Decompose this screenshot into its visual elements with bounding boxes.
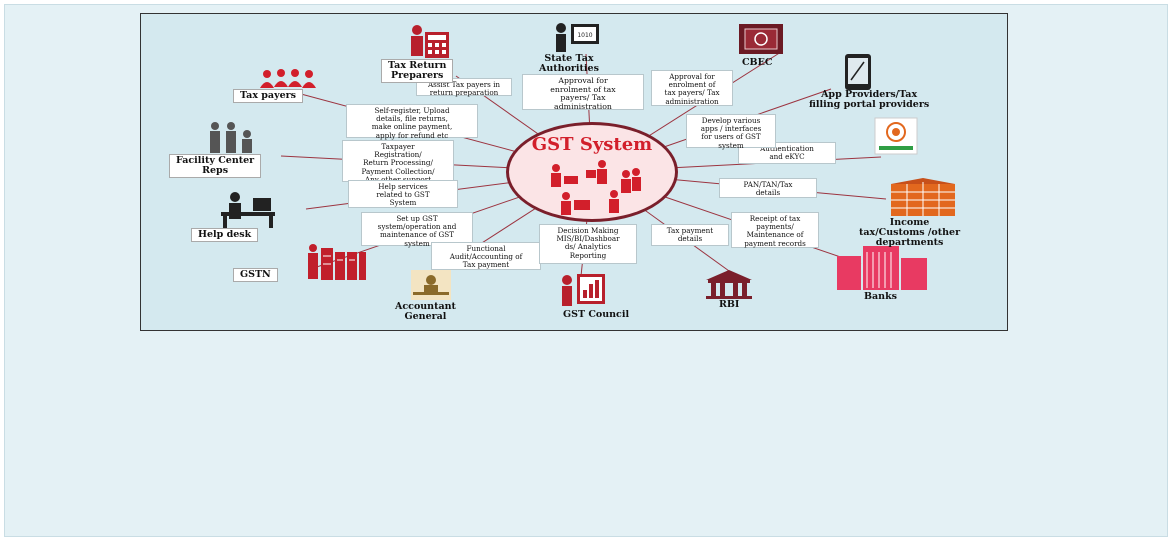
relation-approval-state: Approval for enrolment of tax payers/ Ta…: [522, 74, 644, 111]
relation-receipt-of-tax: Receipt of tax payments/ Maintenance of …: [731, 212, 819, 248]
calculator-person-icon: [411, 25, 449, 58]
facility-people-icon: [210, 122, 252, 153]
hub-people-icon: [551, 160, 641, 215]
relation-set-up-gst: Set up GST system/operation and maintena…: [361, 212, 473, 247]
label-gstn: GSTN: [233, 268, 278, 282]
label-app-providers: App Providers/Tax filling portal provide…: [809, 89, 930, 110]
label-accountant-general: Accountant General: [395, 301, 456, 322]
server-racks-icon: [308, 244, 366, 280]
chart-presenter-icon: [562, 274, 605, 306]
relation-functional-audit: Functional Audit/Accounting of Tax payme…: [431, 242, 541, 270]
group-people-icon: [260, 69, 316, 88]
gst-system-hub: GST System: [506, 122, 678, 222]
relation-pan-tan: PAN/TAN/Tax details: [719, 178, 817, 198]
label-tax-payers: Tax payers: [233, 89, 304, 103]
smartphone-icon: [845, 54, 871, 90]
relation-approval-cbec: Approval for enrolment of tax payers/ Ta…: [651, 70, 733, 106]
relation-develop-apps: Develop various apps / interfaces for us…: [686, 114, 776, 149]
office-building-icon: [891, 178, 955, 216]
label-rbi: RBI: [719, 299, 740, 310]
presenter-board-icon: 1010: [556, 23, 599, 52]
label-facility-center-reps: Facility Center Reps: [169, 154, 262, 178]
relation-tax-payment-details: Tax payment details: [651, 224, 729, 246]
label-state-tax-authorities: State Tax Authorities: [539, 53, 599, 74]
gst-ecosystem-diagram: GST System Assist Tax payers in return p…: [140, 13, 1008, 331]
label-cbec: CBEC: [742, 57, 773, 68]
label-gst-council: GST Council: [563, 309, 630, 320]
relation-decision-making: Decision Making MIS/BI/Dashboar ds/ Anal…: [539, 224, 637, 264]
accountant-desk-icon: [411, 270, 451, 300]
hub-title: GST System: [531, 134, 653, 155]
desk-worker-icon: [221, 192, 275, 228]
bank-building-icon: [706, 270, 752, 299]
safe-icon: [739, 24, 783, 54]
label-help-desk: Help desk: [191, 228, 259, 242]
svg-text:1010: 1010: [577, 32, 592, 39]
relation-help-services: Help services related to GST System: [348, 180, 458, 208]
aadhaar-card-icon: [874, 117, 918, 155]
label-income-tax: Income tax/Customs /other departments: [859, 217, 961, 248]
relation-self-register: Self-register, Upload details, file retu…: [346, 104, 478, 139]
label-tax-return-preparers: Tax Return Preparers: [381, 59, 454, 83]
relation-taxpayer-registration: Taxpayer Registration/ Return Processing…: [342, 140, 454, 183]
banks-building-icon: [837, 246, 927, 290]
label-banks: Banks: [864, 291, 898, 302]
